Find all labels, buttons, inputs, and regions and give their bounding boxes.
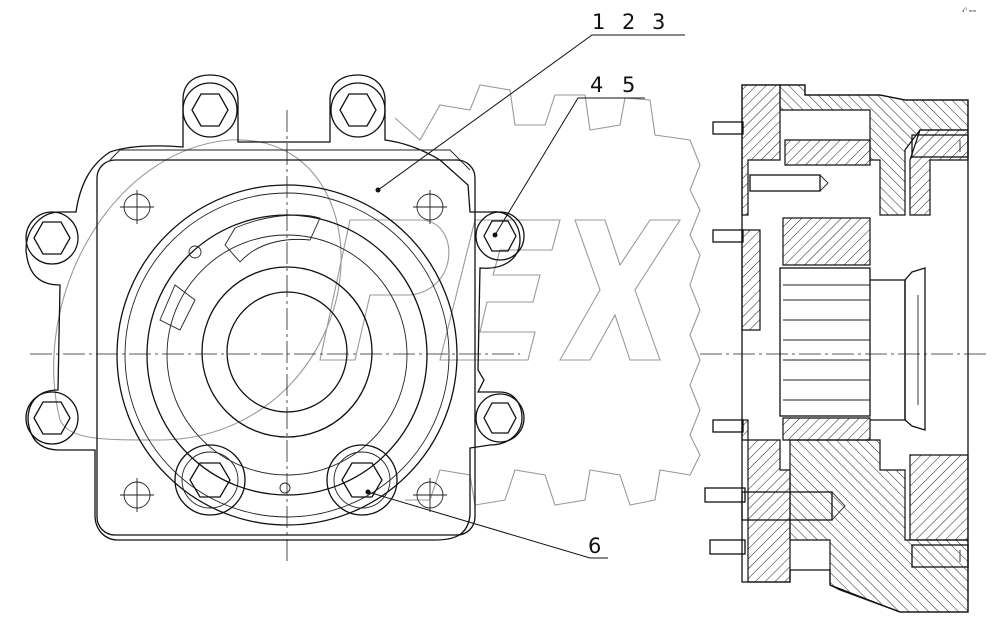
watermark-letter-e (439, 219, 561, 361)
stud-4 (704, 487, 746, 503)
upper-rib (109, 149, 471, 171)
right-lower-cap (909, 454, 969, 541)
shaft (779, 267, 871, 417)
front-plate-section (741, 84, 781, 216)
port-kidney-upper (224, 214, 321, 263)
callout-leaders (365, 34, 685, 559)
stud-1 (712, 121, 744, 135)
callout-4: 4 (590, 73, 603, 97)
gear-upper-tooth (782, 217, 871, 266)
left-wall-section (741, 229, 761, 331)
callout-6: 6 (588, 534, 601, 558)
watermark-letter-p (319, 219, 450, 361)
seal-lip (904, 267, 926, 431)
leader-6 (367, 491, 608, 559)
callout-1: 1 (592, 10, 605, 34)
flange-outline (25, 74, 523, 541)
right-cap-section (909, 129, 969, 216)
seal-bore (870, 279, 906, 421)
spline-lines (783, 284, 870, 401)
gear-top-section (784, 139, 871, 166)
bolt-left-upper (25, 211, 79, 265)
stud-2 (712, 229, 744, 243)
small-port (188, 245, 202, 259)
corner-mark: ₄⁰ ₘₘ (962, 7, 976, 14)
bolt-top-right (330, 82, 386, 138)
callout-3: 3 (652, 10, 665, 34)
port-kidney-left (159, 284, 196, 331)
bolt-right-top (911, 134, 969, 158)
bolt-left-lower (25, 391, 79, 445)
dowel-top (749, 174, 821, 192)
section-view (700, 84, 990, 613)
watermark-gear-outline (394, 84, 701, 506)
stud-5 (709, 539, 746, 555)
front-view (25, 74, 525, 565)
body-lower-section (789, 439, 969, 613)
watermark-letter-x (559, 219, 682, 361)
bolt-bottom-right (326, 444, 398, 516)
front-plate-section-lower (741, 419, 791, 583)
leader-45 (494, 97, 645, 236)
bore-outer (201, 266, 373, 438)
callout-2: 2 (622, 10, 635, 34)
bolt-bottom-left (174, 444, 246, 516)
bolt-right-bottom (911, 544, 969, 568)
stud-3 (712, 419, 744, 433)
dowel-bottom (741, 491, 833, 521)
callout-5: 5 (622, 73, 635, 97)
bolt-right-upper (475, 211, 525, 261)
square-body (96, 159, 476, 536)
leader-123 (377, 34, 685, 191)
bolt-top-left (182, 82, 238, 138)
bolt-right-lower (475, 393, 525, 443)
bottom-pin (279, 482, 291, 494)
gear-lower-tooth (782, 417, 871, 441)
